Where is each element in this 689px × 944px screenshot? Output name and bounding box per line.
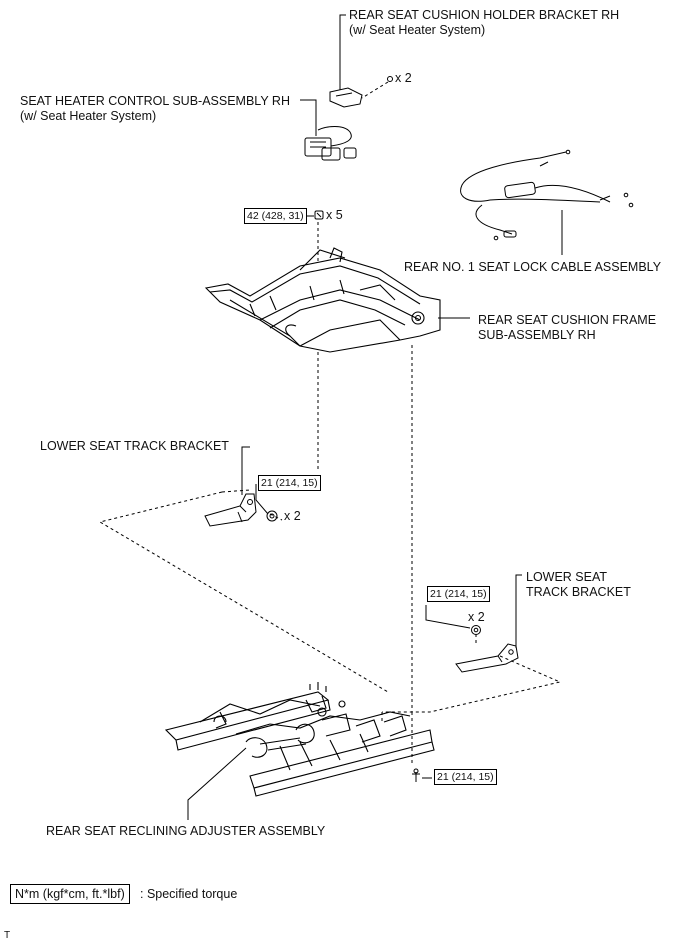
frame-nut-qty: x 5 bbox=[326, 208, 343, 222]
leader-reclining-adjuster bbox=[187, 747, 247, 820]
track-bracket-right-label-line1: LOWER SEAT bbox=[526, 570, 608, 584]
holder-bracket-label-line1: REAR SEAT CUSHION HOLDER BRACKET RH bbox=[349, 8, 620, 22]
left-track-bracket-part bbox=[204, 493, 278, 527]
left-bracket-torque: 21 (214, 15) bbox=[258, 475, 321, 491]
cushion-frame-label: REAR SEAT CUSHION FRAME SUB-ASSEMBLY RH bbox=[478, 313, 656, 343]
holder-bracket-part bbox=[329, 76, 393, 108]
adjuster-bolt-torque: 21 (214, 15) bbox=[434, 769, 497, 785]
alignment-lines bbox=[98, 81, 562, 766]
heater-control-label: SEAT HEATER CONTROL SUB-ASSEMBLY RH (w/ … bbox=[20, 94, 290, 124]
holder-bracket-label: REAR SEAT CUSHION HOLDER BRACKET RH (w/ … bbox=[349, 8, 619, 38]
heater-control-label-line1: SEAT HEATER CONTROL SUB-ASSEMBLY RH bbox=[20, 94, 290, 108]
lock-cable-label: REAR NO. 1 SEAT LOCK CABLE ASSEMBLY bbox=[404, 260, 662, 274]
leader-heater-control bbox=[300, 99, 317, 136]
cushion-frame-label-line2: SUB-ASSEMBLY RH bbox=[478, 328, 596, 342]
left-bracket-qty: x 2 bbox=[284, 509, 301, 523]
leader-track-bracket-left bbox=[241, 446, 250, 495]
corner-mark: T bbox=[4, 930, 11, 941]
right-bracket-qty: x 2 bbox=[468, 610, 485, 624]
reclining-adjuster-part bbox=[164, 682, 435, 797]
adjuster-bolt-part bbox=[412, 768, 420, 782]
frame-nut-part bbox=[314, 210, 324, 220]
lock-cable-part bbox=[460, 149, 634, 241]
track-bracket-right-label-line2: TRACK BRACKET bbox=[526, 585, 631, 599]
heater-control-label-line2: (w/ Seat Heater System) bbox=[20, 109, 157, 123]
cushion-frame-label-line1: REAR SEAT CUSHION FRAME bbox=[478, 313, 657, 327]
right-track-bracket-part bbox=[455, 625, 519, 673]
reclining-adjuster-label: REAR SEAT RECLINING ADJUSTER ASSEMBLY bbox=[46, 824, 326, 838]
right-bracket-torque: 21 (214, 15) bbox=[427, 586, 490, 602]
leader-track-bracket-right bbox=[515, 574, 522, 648]
track-bracket-left-label: LOWER SEAT TRACK BRACKET bbox=[40, 439, 229, 453]
heater-control-part bbox=[304, 126, 357, 161]
holder-screw-qty: x 2 bbox=[395, 71, 412, 85]
leader-holder-bracket bbox=[339, 14, 346, 90]
leader-torque-right bbox=[425, 605, 471, 629]
leader-torque-left bbox=[255, 484, 269, 515]
holder-bracket-label-line2: (w/ Seat Heater System) bbox=[349, 23, 486, 37]
cushion-frame-part bbox=[204, 247, 441, 353]
frame-nut-torque: 42 (428, 31) bbox=[244, 208, 307, 224]
legend-torque-box: N*m (kgf*cm, ft.*lbf) bbox=[10, 884, 130, 904]
legend-torque-text: : Specified torque bbox=[140, 887, 238, 901]
track-bracket-right-label: LOWER SEAT TRACK BRACKET bbox=[526, 570, 631, 600]
